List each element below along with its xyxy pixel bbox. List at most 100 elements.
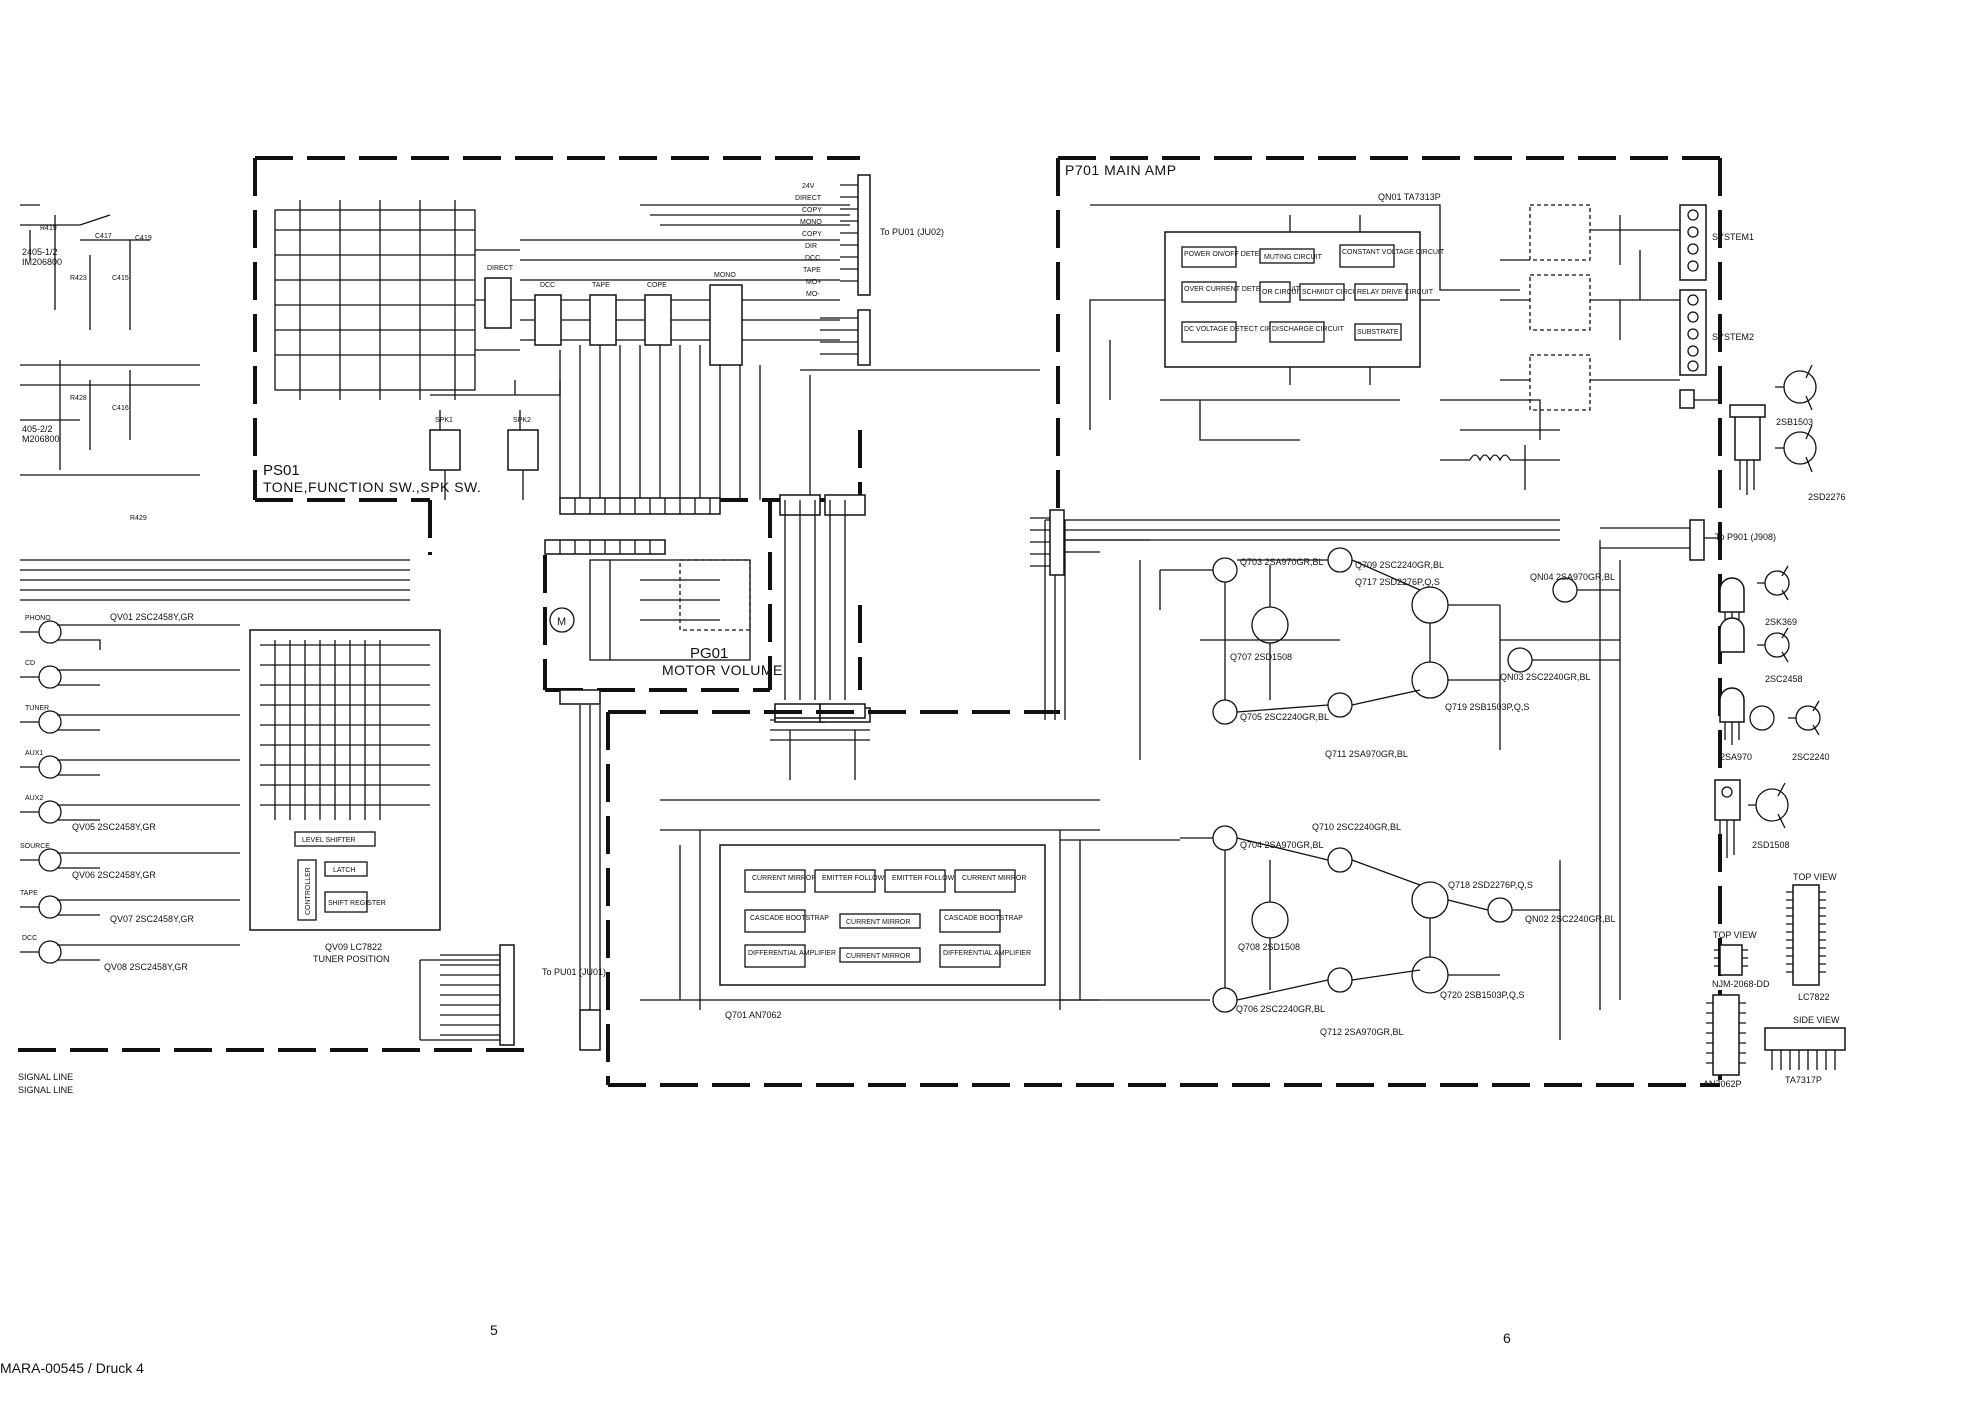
system1-label: SYSTEM1 [1712, 232, 1754, 242]
switch-spk2: SPK2 [507, 417, 539, 471]
pinout-2sc2240: 2SC2240 [1788, 700, 1830, 762]
legend-item: SIGNAL LINE [18, 1072, 73, 1082]
j707-connector: To P901 (J908) [1600, 519, 1776, 561]
output-stage-upper: Q703 2SA970GR,BL Q709 2SC2240GR,BL Q717 … [1139, 547, 1620, 760]
input-aux1: AUX1 [20, 750, 100, 779]
qn03-label: QN03 2SC2240GR,BL [1500, 672, 1591, 682]
qn01-label: QN01 TA7313P [1378, 192, 1441, 202]
q711-label: Q711 2SA970GR,BL [1325, 749, 1408, 759]
q712-label: Q712 2SA970GR,BL [1320, 1027, 1404, 1037]
j502-pin: DIR [805, 243, 817, 250]
q701-block: EMITTER FOLLOWER [822, 875, 894, 882]
input-dcc: DCC QV08 2SC2458Y,GR [20, 935, 188, 972]
switch-direct: DIRECT [484, 265, 514, 329]
ic-package-views: TOP VIEW LC7822 TOP VIEW NJM-2068-DD AN7… [1703, 872, 1846, 1089]
svg-text:C415: C415 [112, 275, 129, 282]
left-input-section: 2405-1/2 IM206800 405-2/2 M206800 R419 C… [20, 204, 410, 601]
qn01-block: DISCHARGE CIRCUIT [1272, 326, 1345, 333]
j502-pin: DCC [805, 255, 820, 262]
svg-text:M: M [557, 616, 566, 628]
q705-label: Q705 2SC2240GR,BL [1240, 712, 1329, 722]
svg-text:405-2/2: 405-2/2 [22, 424, 53, 434]
svg-text:R428: R428 [70, 395, 87, 402]
q704-label: Q704 2SA970GR,BL [1240, 840, 1324, 850]
q703-label: Q703 2SA970GR,BL [1240, 557, 1324, 567]
svg-text:M206800: M206800 [22, 434, 60, 444]
qv09-block-label: LEVEL SHIFTER [302, 837, 355, 844]
svg-text:2405-1/2: 2405-1/2 [22, 247, 58, 257]
svg-text:R419: R419 [40, 225, 57, 232]
to-pu01-label: To PU01 (JU02) [880, 227, 944, 237]
input-label: CD [25, 660, 35, 667]
q717-label: Q717 2SD2276P,Q,S [1355, 577, 1440, 587]
qv08-label: QV08 2SC2458Y,GR [104, 962, 188, 972]
page-number-right: 6 [1503, 1330, 1511, 1346]
transistor-type: 2SD2276 [1808, 492, 1846, 502]
qn01-block: OVER CURRENT DETECT CIRCUIT [1184, 286, 1301, 293]
p701-title: P701 MAIN AMP [1065, 162, 1177, 178]
j501-connector-strip [544, 494, 866, 555]
switch-dcc: DCC [534, 282, 562, 346]
transistor-type: 2SC2240 [1792, 752, 1830, 762]
qn01-block: CONSTANT VOLTAGE CIRCUIT [1342, 249, 1445, 256]
qv07-label: QV07 2SC2458Y,GR [110, 914, 194, 924]
svg-text:R423: R423 [70, 275, 87, 282]
qn01-block: OR CIRCUIT [1262, 289, 1304, 296]
q719-label: Q719 2SB1503P,Q,S [1445, 702, 1529, 712]
j502-pin: COPY [802, 207, 822, 214]
transistor-type: 2SK369 [1765, 617, 1797, 627]
qv09-block-label: LATCH [333, 867, 355, 874]
q718-label: Q718 2SD2276P,Q,S [1448, 880, 1533, 890]
j502-pin: MO+ [806, 279, 821, 286]
to-pu01-b-label: To PU01 (JU01) [542, 967, 606, 977]
q707-label: Q707 2SD1508 [1230, 652, 1292, 662]
pinout-2sd1508: 2SD1508 [1714, 779, 1790, 858]
j502-pin: 24V [802, 183, 815, 190]
input-label: SOURCE [20, 843, 50, 850]
q701-block: CURRENT MIRROR [846, 919, 910, 926]
input-label: TAPE [20, 890, 38, 897]
qn01-block: SCHMIDT CIRCUIT [1302, 289, 1365, 296]
transistor-type: 2SB1503 [1776, 417, 1813, 427]
switch-mono: MONO [709, 272, 743, 366]
q706-label: Q706 2SC2240GR,BL [1236, 1004, 1325, 1014]
to-p901-label: To P901 (J908) [1715, 532, 1776, 542]
qv09-label: QV09 LC7822 [325, 942, 382, 952]
svg-text:IM206800: IM206800 [22, 257, 62, 267]
j502-pin: COPY [802, 231, 822, 238]
input-buffers: PHONO QV01 2SC2458Y,GR CD TUNER AUX1 AUX… [20, 612, 240, 972]
svg-text:C419: C419 [135, 235, 152, 242]
input-aux2: AUX2 QV05 2SC2458Y,GR [20, 795, 156, 832]
relay-section: SYSTEM1 SYSTEM2 [1440, 204, 1754, 440]
q720-label: Q720 2SB1503P,Q,S [1440, 990, 1524, 1000]
top-view-label: TOP VIEW [1793, 872, 1837, 882]
transistor-pinouts: 2SB1503 2SD2276 2SK369 2SC2458 [1714, 364, 1846, 858]
input-source: SOURCE QV06 2SC2458Y,GR [20, 843, 156, 880]
pg01-id: PG01 [690, 645, 728, 662]
input-tuner: TUNER [20, 705, 100, 734]
page-number-left: 5 [490, 1322, 498, 1338]
svg-text:C416: C416 [112, 405, 129, 412]
qv06-label: QV06 2SC2458Y,GR [72, 870, 156, 880]
q701-label: Q701 AN7062 [725, 1010, 782, 1020]
q701-block: CURRENT MIRROR [962, 875, 1026, 882]
qv01-label: QV01 2SC2458Y,GR [110, 612, 194, 622]
qn01-block: MUTING CIRCUIT [1264, 254, 1323, 261]
input-phono: PHONO QV01 2SC2458Y,GR [20, 612, 194, 650]
ps01-id: PS01 [263, 462, 300, 479]
pinout-2sa970: 2SA970 [1719, 687, 1775, 762]
qn04-label: QN04 2SA970GR,BL [1530, 572, 1615, 582]
j502-connector: 24V DIRECT COPY MONO COPY DIR DCC TAPE M… [795, 174, 944, 366]
qn01-block: DC VOLTAGE DETECT CIRCUIT [1184, 326, 1289, 333]
q701-block: CASCADE BOOTSTRAP [750, 915, 829, 922]
j704-connector: To PU01 (JU01) [440, 703, 866, 1051]
switch-cope: COPE [644, 282, 672, 346]
q701-block: EMITTER FOLLOWER [892, 875, 964, 882]
switch-label: MONO [714, 272, 736, 279]
footer-text: MARA-00545 / Druck 4 [0, 1360, 144, 1376]
input-cd: CD [20, 660, 100, 689]
input-label: AUX1 [25, 750, 43, 757]
legend: SIGNAL LINE SIGNAL LINE [18, 1072, 73, 1095]
qv05-label: QV05 2SC2458Y,GR [72, 822, 156, 832]
